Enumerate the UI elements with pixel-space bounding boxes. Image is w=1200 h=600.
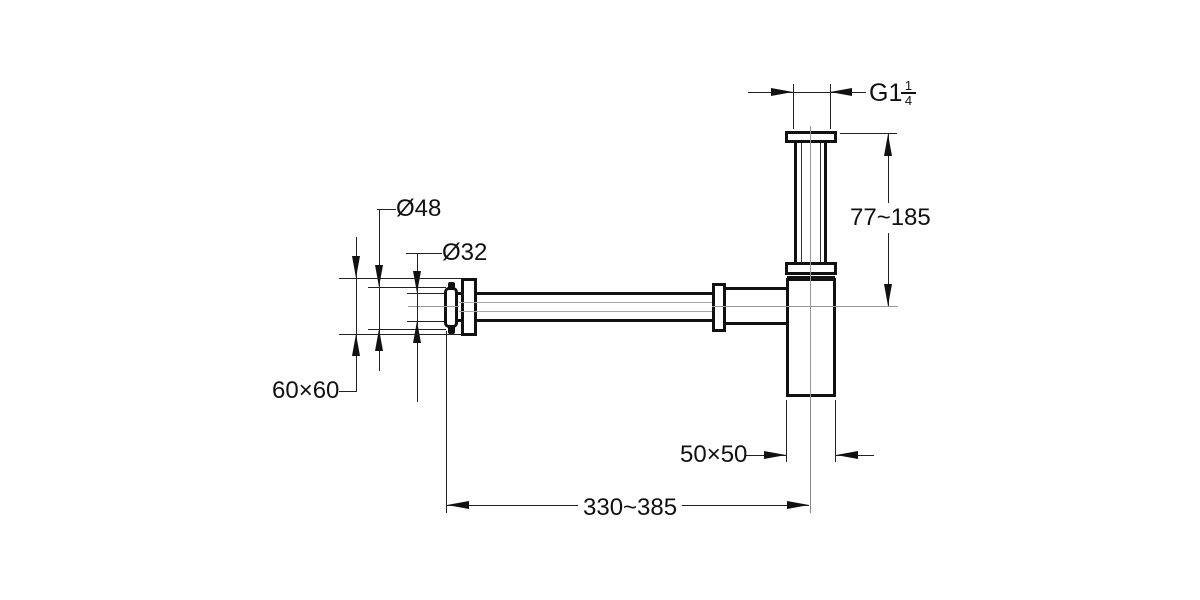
dia32-arrow-bottom: [413, 321, 421, 343]
trap-body: [786, 278, 836, 397]
length-arrow-right: [787, 501, 809, 509]
riser-height-label: 77~185: [845, 203, 936, 233]
body-gasket-line: [787, 276, 835, 278]
dia32-ext-top: [407, 293, 444, 294]
length-ext-left: [446, 331, 447, 513]
thread-fraction-denominator: 4: [904, 93, 913, 108]
length-range-label: 330~385: [578, 493, 683, 523]
body-vertical-centerline: [810, 126, 811, 400]
flange-ext-top: [339, 278, 461, 279]
riser-inner-right-line: [820, 143, 821, 262]
dia32-ext-bottom: [407, 321, 444, 322]
riser-inner-left-line: [801, 143, 802, 262]
dia48-dim-line: [379, 209, 380, 371]
thread-ext-line-right: [830, 84, 831, 129]
dia32-label: Ø32: [442, 239, 488, 266]
olive-bottom-nub: [448, 326, 455, 334]
riser-left-wall: [794, 142, 797, 263]
pipe-bore-bottom-line: [459, 311, 712, 312]
inlet-arm-top-line: [714, 287, 788, 290]
length-dim-right-extension: [810, 400, 811, 513]
dia48-arrow-top: [375, 265, 383, 287]
flange-leader: [339, 391, 357, 392]
dia48-leader: [377, 209, 396, 210]
wall-flange-nut: [461, 278, 477, 336]
horizontal-centerline-right: [712, 306, 898, 307]
thread-size-label: G1: [869, 79, 903, 107]
flange-arrow-top: [352, 256, 360, 278]
thread-arrow-left: [771, 88, 793, 96]
tail-pipe-bottom-line: [458, 319, 712, 322]
body-ext-left: [786, 400, 787, 462]
flange-arrow-bottom: [352, 334, 360, 356]
dia48-ext-bottom: [368, 329, 446, 330]
dia48-arrow-bottom: [375, 329, 383, 351]
thread-fraction-numerator: 1: [901, 79, 916, 94]
riser-right-wall: [824, 142, 827, 263]
dia48-ext-top: [368, 287, 446, 288]
body-arrow-left: [764, 451, 786, 459]
dia32-leader: [406, 253, 442, 254]
thread-dim-line: [748, 92, 866, 93]
riser-dim-top-extension: [840, 133, 897, 134]
dia48-label: Ø48: [396, 195, 442, 222]
tail-pipe-top-line: [458, 292, 712, 295]
thread-arrow-right: [830, 88, 852, 96]
pipe-bore-top-line: [459, 302, 712, 303]
flange-ext-bottom: [339, 334, 461, 335]
body-size-label: 50×50: [680, 441, 748, 468]
body-arrow-right: [836, 451, 858, 459]
length-arrow-left: [447, 501, 469, 509]
top-thread-flange: [785, 131, 837, 143]
thread-fraction: 1 4: [901, 79, 916, 108]
riser-arrow-bottom: [884, 284, 892, 306]
olive-end-cap: [444, 287, 458, 328]
flange-dim-line: [356, 237, 357, 392]
body-top-nut: [785, 262, 837, 275]
olive-top-nub: [448, 282, 455, 289]
body-ext-right: [835, 400, 836, 462]
flange-size-label: 60×60: [272, 377, 340, 404]
thread-ext-line-left: [793, 84, 794, 129]
horizontal-centerline-left: [408, 306, 459, 307]
inlet-arm-bottom-line: [714, 322, 788, 325]
dia32-arrow-top: [413, 271, 421, 293]
slip-nut: [712, 283, 726, 332]
riser-arrow-top: [884, 134, 892, 156]
